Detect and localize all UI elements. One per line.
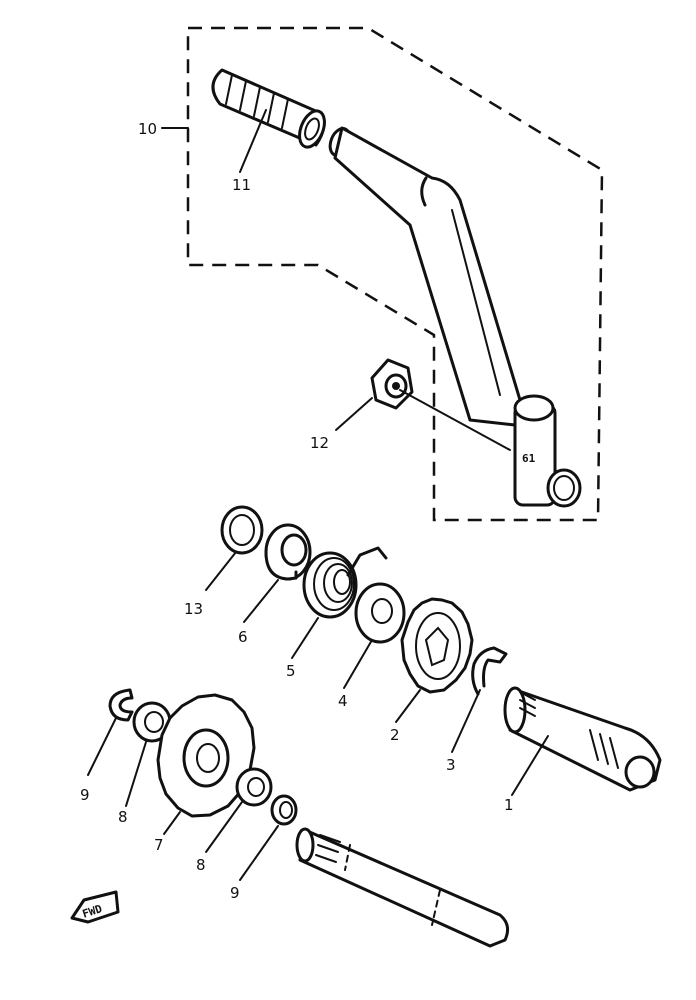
circlip-left [108,688,134,722]
label-part-7: 7 [154,836,164,854]
crank-bolt [370,358,511,451]
spring-washer [354,582,406,644]
label-part-8-right: 8 [196,856,206,874]
ratchet-gear [400,597,474,694]
assembly-boundary [186,26,604,522]
label-part-13: 13 [184,600,203,618]
label-part-5: 5 [286,662,296,680]
oil-seal [220,505,264,555]
idle-gear [156,693,256,818]
kick-crank-arm: 61 [328,126,582,508]
kick-clip [471,646,508,696]
idle-gear-shaft [295,827,510,948]
leader-lines [87,109,549,881]
label-part-12: 12 [310,434,329,452]
label-part-10: 10 [138,120,157,138]
forward-marker: FWD [70,890,120,924]
forward-marker-text: FWD [81,902,104,921]
kick-grip [211,68,326,149]
kick-axle [503,686,662,792]
svg-text:61: 61 [522,452,536,465]
label-part-6: 6 [238,628,248,646]
label-part-2: 2 [390,726,400,744]
label-part-3: 3 [446,756,456,774]
label-part-1: 1 [504,796,514,814]
label-part-4: 4 [338,692,348,710]
label-part-11: 11 [232,176,251,194]
torsion-spring [302,546,388,619]
label-part-9-left: 9 [80,786,90,804]
spring-guide-collar [264,523,312,581]
washer-right [235,767,273,807]
label-part-9-right: 9 [230,884,240,902]
label-part-8-left: 8 [118,808,128,826]
circlip-right [270,794,298,826]
